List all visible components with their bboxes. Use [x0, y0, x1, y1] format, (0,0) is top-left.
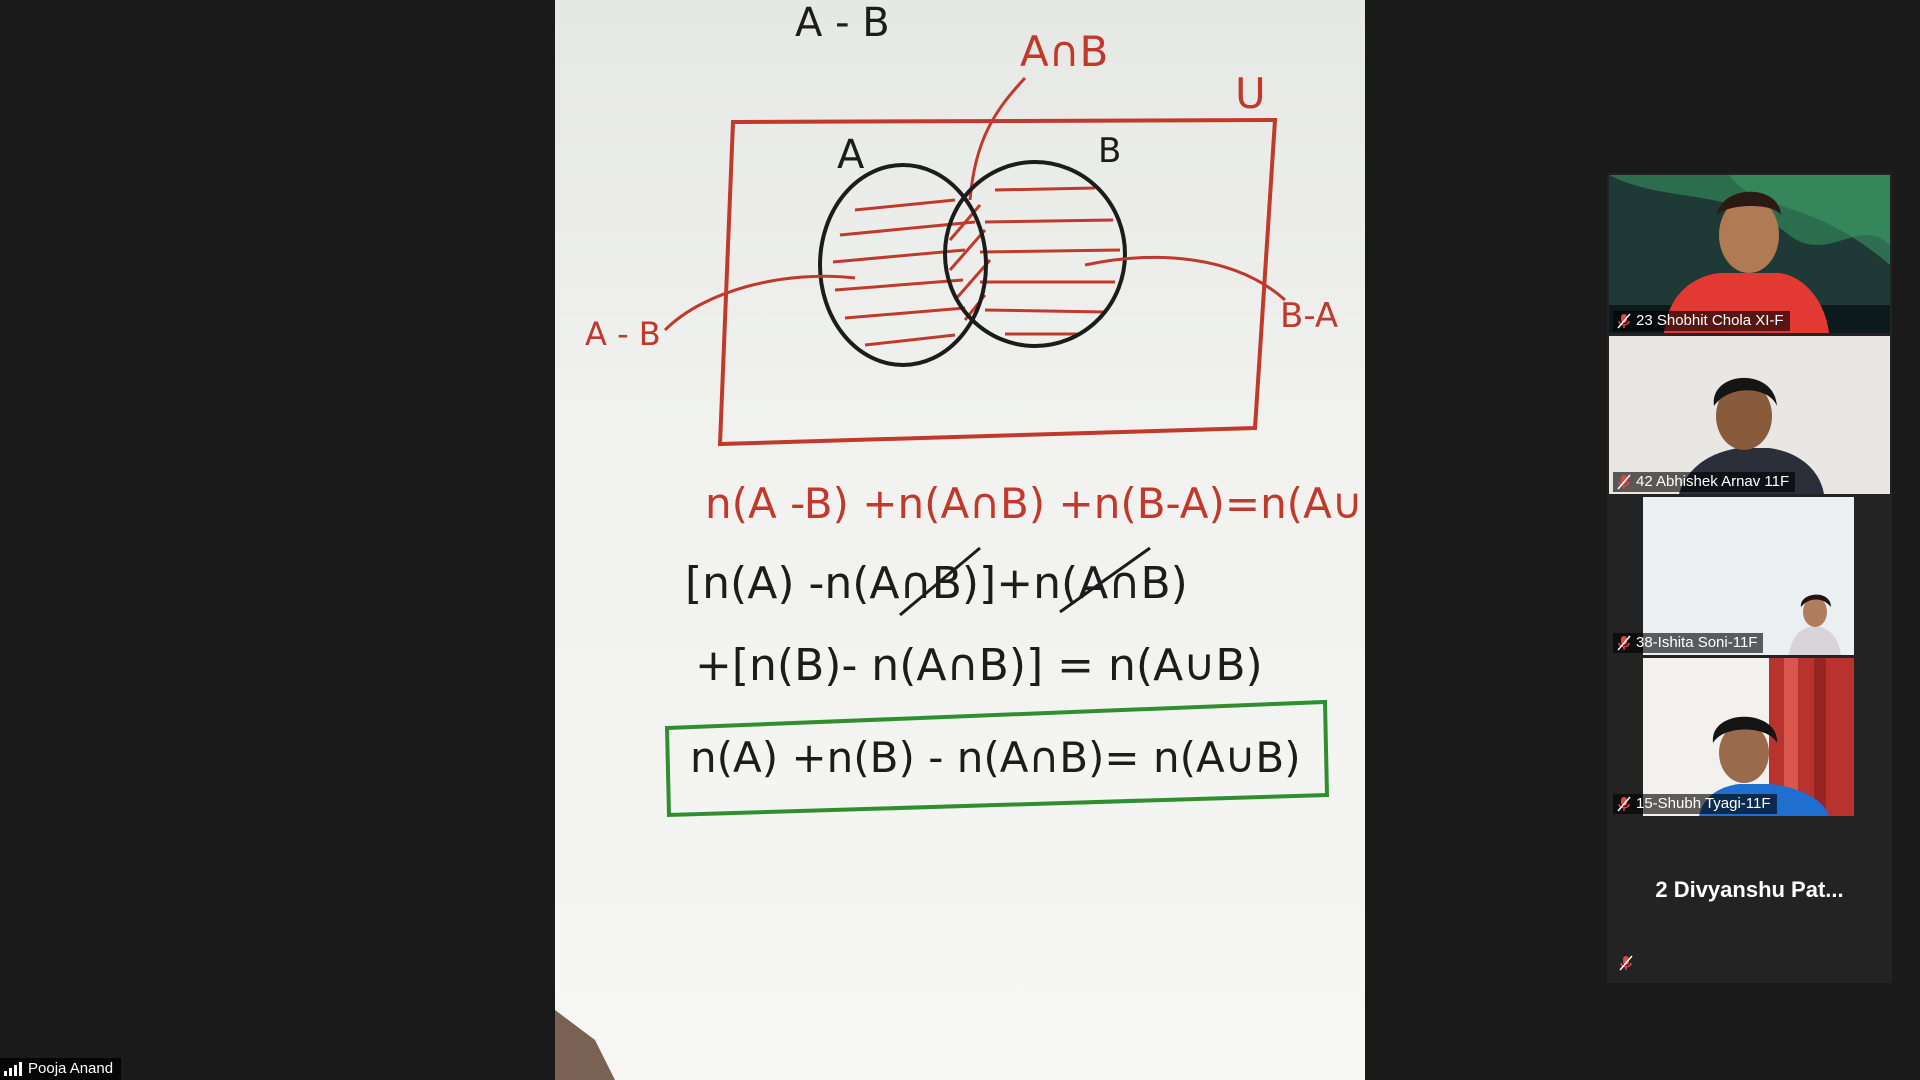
mic-muted-icon [1617, 635, 1631, 651]
participant-tile[interactable]: 23 Shobhit Chola XI-F [1609, 175, 1890, 333]
presenter-name: Pooja Anand [28, 1060, 114, 1077]
participant-name: 38-Ishita Soni-11F [1636, 634, 1758, 651]
equation-line-3: +[n(B)- n(A∩B)] = n(A∪B) [695, 640, 1263, 691]
label-set-b: B [1098, 131, 1121, 171]
participant-label: 38-Ishita Soni-11F [1613, 633, 1764, 653]
mic-muted-icon [1619, 955, 1633, 971]
b-minus-a-leader-line [1084, 255, 1287, 302]
label-universe: U [1235, 69, 1266, 118]
label-intersection: A∩B [1020, 27, 1108, 76]
participant-name: 42 Abhishek Arnav 11F [1636, 473, 1790, 490]
heading-a-minus-b: A - B [795, 0, 890, 46]
participant-video [1609, 336, 1890, 494]
label-set-a: A [837, 132, 865, 178]
shared-video-whiteboard: A - B A∩B U A B [555, 0, 1365, 1080]
strike-mark-1 [899, 546, 981, 617]
participant-video [1643, 658, 1854, 816]
participant-gallery[interactable]: 23 Shobhit Chola XI-F 42 Abhishek Arnav … [1607, 173, 1892, 983]
participant-label: 23 Shobhit Chola XI-F [1613, 311, 1790, 331]
strike-mark-2 [1059, 546, 1151, 614]
equation-line-1: n(A -B) +n(A∩B) +n(B-A)=n(A∪B) [705, 479, 1365, 528]
signal-strength-icon [4, 1062, 22, 1076]
mic-muted-icon [1617, 474, 1631, 490]
presenter-name-tag: Pooja Anand [0, 1058, 122, 1080]
intersection-leader-line [968, 76, 1027, 201]
whiteboard-drawing: A - B A∩B U A B [555, 0, 1365, 1080]
participant-tile[interactable]: 15-Shubh Tyagi-11F [1609, 658, 1890, 816]
hatching-set-a [832, 198, 976, 347]
participant-label: 42 Abhishek Arnav 11F [1613, 472, 1796, 492]
participant-tile-no-video[interactable]: 2 Divyanshu Pat... [1609, 819, 1890, 977]
circle-set-b [943, 160, 1127, 348]
mic-muted-icon [1617, 313, 1631, 329]
participant-label: 15-Shubh Tyagi-11F [1613, 794, 1777, 814]
participant-tile[interactable]: 42 Abhishek Arnav 11F [1609, 336, 1890, 494]
participant-display-name: 2 Divyanshu Pat... [1655, 877, 1844, 902]
universe-rectangle [717, 117, 1278, 447]
label-b-minus-a: B-A [1280, 296, 1338, 336]
label-a-minus-b: A - B [585, 315, 661, 353]
mic-muted-icon [1617, 796, 1631, 812]
participant-name: 23 Shobhit Chola XI-F [1636, 312, 1784, 329]
result-equation: n(A) +n(B) - n(A∩B)= n(A∪B) [690, 733, 1301, 782]
hatching-set-b [979, 186, 1121, 336]
result-box [664, 699, 1330, 818]
participant-name: 15-Shubh Tyagi-11F [1636, 795, 1771, 812]
board-frame-corner [555, 1010, 615, 1080]
participant-video [1609, 175, 1890, 333]
participant-tile[interactable]: 38-Ishita Soni-11F [1609, 497, 1890, 655]
circle-set-a [818, 163, 988, 367]
a-minus-b-leader-line [663, 274, 856, 332]
participant-video [1643, 497, 1854, 655]
